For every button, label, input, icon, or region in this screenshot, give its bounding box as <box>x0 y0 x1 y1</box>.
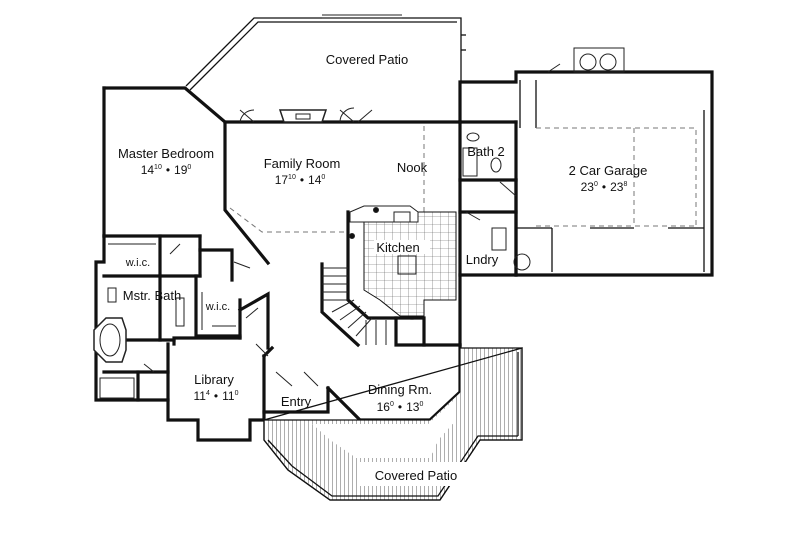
room-labels: Covered Patio Master Bedroom 1410•190 Fa… <box>118 52 647 483</box>
master-bedroom-dimensions: 1410•190 <box>141 163 192 177</box>
entry-label: Entry <box>281 394 312 409</box>
stairs <box>322 267 387 345</box>
master-bath-label: Mstr. Bath <box>123 288 182 303</box>
covered-patio-bottom-area <box>263 347 523 501</box>
wic1-label: w.i.c. <box>125 257 150 269</box>
kitchen-tile-floor <box>349 205 457 317</box>
nook-label: Nook <box>397 160 428 175</box>
family-room-dimensions: 1710•140 <box>275 173 326 187</box>
dining-room-label: Dining Rm. <box>368 382 432 397</box>
master-bedroom-label: Master Bedroom <box>118 146 214 161</box>
laundry-label: Lndry <box>466 252 499 267</box>
covered-patio-top-label: Covered Patio <box>326 52 408 67</box>
kitchen-label: Kitchen <box>376 240 419 255</box>
covered-patio-bottom-label: Covered Patio <box>375 468 457 483</box>
interior-walls <box>102 80 705 402</box>
family-room-label: Family Room <box>264 156 341 171</box>
library-dimensions: 114•110 <box>194 389 239 403</box>
fixtures <box>93 47 625 399</box>
garage-dimensions: 230•238 <box>581 180 628 194</box>
covered-patio-top-area <box>185 14 466 91</box>
overhead-dashed-lines <box>229 126 697 233</box>
wic2-label: w.i.c. <box>205 301 230 313</box>
dining-room-dimensions: 160•130 <box>377 400 424 414</box>
library-label: Library <box>194 372 234 387</box>
doors <box>143 63 561 387</box>
bath2-label: Bath 2 <box>467 144 505 159</box>
garage-label: 2 Car Garage <box>569 163 648 178</box>
